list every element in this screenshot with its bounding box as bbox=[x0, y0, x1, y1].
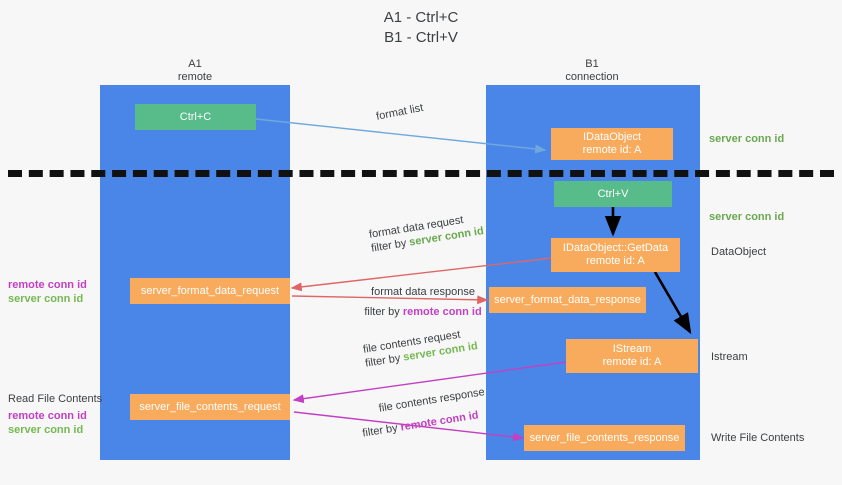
node-server-file-contents-response[interactable]: server_file_contents_response bbox=[524, 425, 685, 451]
node-getdata-line1: IDataObject::GetData bbox=[562, 242, 669, 254]
node-server-file-contents-response-label: server_file_contents_response bbox=[529, 431, 680, 444]
edge-label-format-data-response-line1: format data response bbox=[371, 286, 475, 298]
lane-b1-name: B1 bbox=[585, 58, 599, 70]
node-ctrl-c[interactable]: Ctrl+C bbox=[135, 104, 256, 130]
remote-conn-id-text-1: remote conn id bbox=[402, 306, 482, 318]
filter-by-text-4: filter by bbox=[361, 422, 399, 440]
title-line-1: A1 - Ctrl+C bbox=[383, 9, 459, 26]
page-title: A1 - Ctrl+C B1 - Ctrl+V bbox=[0, 8, 842, 48]
remote-conn-id-text-2: remote conn id bbox=[399, 409, 480, 434]
annotation-left-conn-ids-1: remote conn id server conn id bbox=[8, 278, 87, 306]
edge-label-file-contents-response: file contents response filter by remote … bbox=[358, 385, 489, 440]
annotation-write-file-contents: Write File Contents bbox=[711, 432, 805, 444]
node-idataobject-line2: remote id: A bbox=[582, 144, 642, 156]
annotation-server-conn-id-top: server conn id bbox=[709, 133, 785, 145]
node-ctrl-v-label: Ctrl+V bbox=[597, 187, 629, 200]
filter-by-text-2: filter by bbox=[364, 306, 400, 318]
filter-by-text-1: filter by bbox=[370, 237, 408, 255]
node-idataobject-line1: IDataObject bbox=[582, 131, 642, 143]
node-server-file-contents-request[interactable]: server_file_contents_request bbox=[130, 394, 290, 420]
edge-label-format-data-response: format data response filter by remote co… bbox=[338, 285, 508, 319]
annotation-server-conn-id-1: server conn id bbox=[8, 293, 84, 305]
annotation-remote-conn-id-1: remote conn id bbox=[8, 279, 87, 291]
filter-by-text-3: filter by bbox=[364, 352, 402, 370]
node-idataobject[interactable]: IDataObject remote id: A bbox=[551, 128, 673, 160]
node-istream-line2: remote id: A bbox=[602, 356, 662, 368]
annotation-istream: Istream bbox=[711, 351, 748, 363]
node-server-format-data-request[interactable]: server_format_data_request bbox=[130, 278, 290, 304]
annotation-dataobject: DataObject bbox=[711, 246, 767, 258]
node-server-format-data-request-label: server_format_data_request bbox=[140, 284, 280, 297]
lane-b1-role: connection bbox=[565, 71, 619, 83]
node-istream-line1: IStream bbox=[612, 343, 652, 355]
annotation-read-file-contents: Read File Contents bbox=[8, 393, 103, 405]
node-server-format-data-response[interactable]: server_format_data_response bbox=[489, 287, 646, 313]
annotation-remote-conn-id-2: remote conn id bbox=[8, 410, 87, 422]
lane-header-b1: B1 connection bbox=[527, 58, 657, 84]
node-server-format-data-response-label: server_format_data_response bbox=[494, 293, 641, 306]
annotation-left-conn-ids-2: remote conn id server conn id bbox=[8, 409, 87, 437]
annotation-server-conn-id-2: server conn id bbox=[8, 424, 84, 436]
title-line-2: B1 - Ctrl+V bbox=[384, 29, 458, 46]
lane-a1-name: A1 bbox=[188, 58, 202, 70]
node-server-file-contents-request-label: server_file_contents_request bbox=[139, 400, 281, 413]
phase-divider bbox=[8, 170, 834, 177]
node-ctrl-v[interactable]: Ctrl+V bbox=[554, 181, 672, 207]
edge-label-format-data-response-line2: filter by remote conn id bbox=[338, 305, 508, 319]
edge-label-format-data-request: format data request filter by server con… bbox=[368, 210, 485, 255]
edge-label-format-list: format list bbox=[375, 101, 425, 123]
node-getdata-line2: remote id: A bbox=[586, 255, 645, 267]
edge-label-file-contents-request: file contents request filter by server c… bbox=[362, 325, 479, 370]
node-idataobject-getdata[interactable]: IDataObject::GetData remote id: A bbox=[551, 238, 680, 272]
node-ctrl-c-label: Ctrl+C bbox=[179, 110, 212, 123]
lane-header-a1: A1 remote bbox=[130, 58, 260, 84]
lane-a1-role: remote bbox=[177, 71, 213, 83]
annotation-server-conn-id-mid: server conn id bbox=[709, 211, 785, 223]
node-istream[interactable]: IStream remote id: A bbox=[566, 339, 698, 373]
